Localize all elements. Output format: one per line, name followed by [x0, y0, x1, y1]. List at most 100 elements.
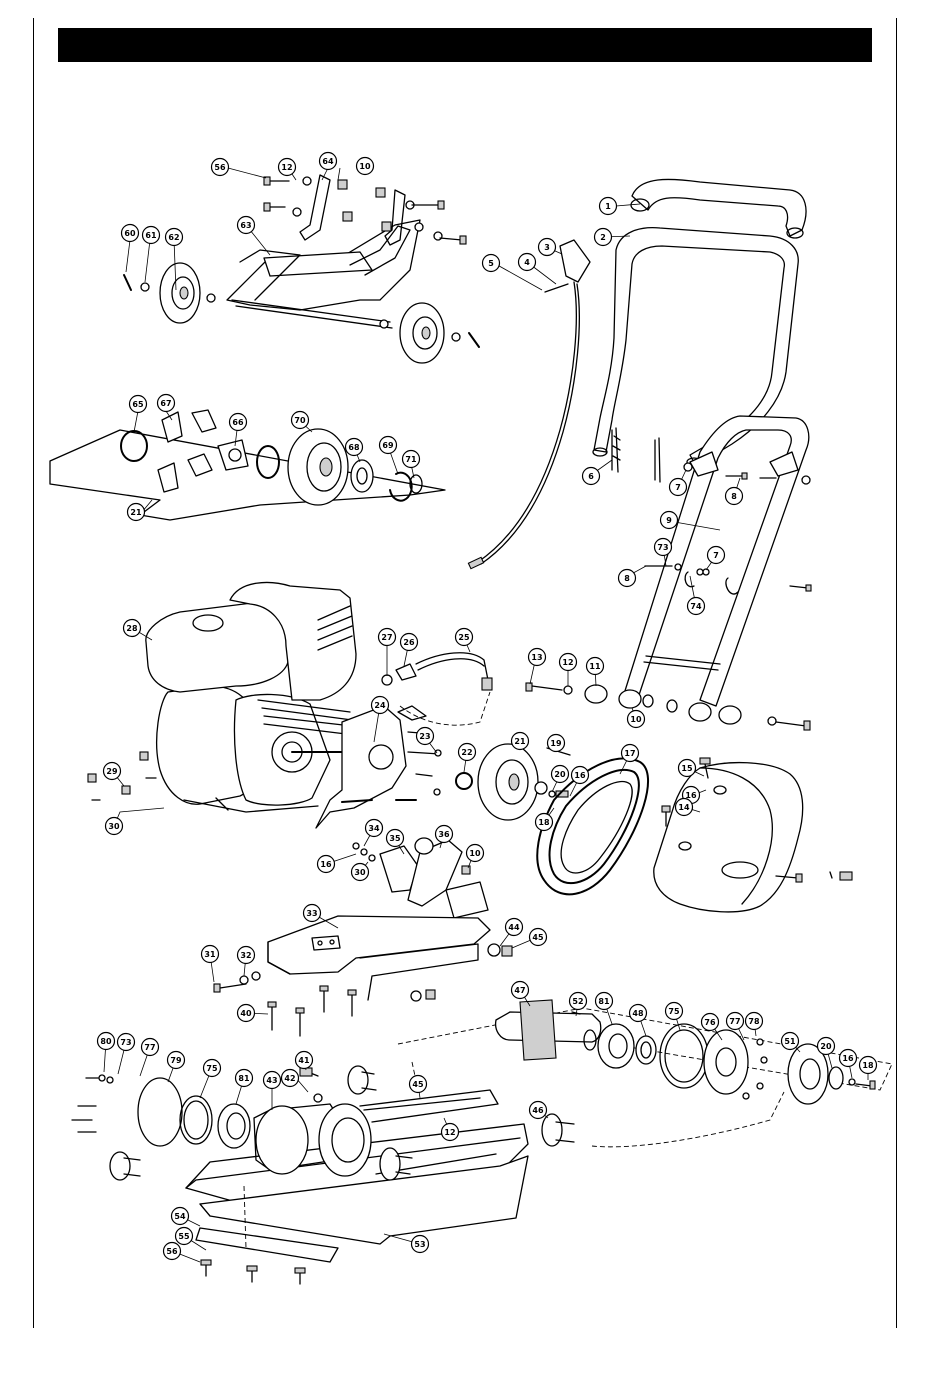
part-callout: 63 [238, 217, 255, 234]
part-callout: 40 [238, 1005, 255, 1022]
callout-label: 21 [514, 737, 526, 746]
callout-label: 47 [514, 986, 525, 995]
part-callout: 73 [655, 539, 672, 556]
part-callout: 12 [560, 654, 577, 671]
part-callout: 81 [596, 993, 613, 1010]
part-callout: 66 [230, 414, 247, 431]
part-callout: 51 [782, 1033, 799, 1050]
part-callout: 67 [158, 395, 175, 412]
callout-label: 55 [178, 1232, 190, 1241]
part-callout: 15 [679, 760, 696, 777]
part-callout: 52 [570, 993, 587, 1010]
part-callout: 8 [619, 570, 636, 587]
part-callout: 3 [539, 239, 556, 256]
part-callout: 32 [238, 947, 255, 964]
callout-label: 14 [678, 803, 690, 812]
callout-label: 62 [168, 233, 179, 242]
callout-label: 20 [820, 1042, 832, 1051]
callout-label: 41 [298, 1056, 310, 1065]
callout-label: 4 [524, 258, 530, 267]
callout-label: 8 [624, 574, 630, 583]
callout-label: 46 [532, 1106, 544, 1115]
part-callout: 81 [236, 1070, 253, 1087]
callout-label: 60 [124, 229, 136, 238]
callout-label: 7 [675, 483, 681, 492]
callout-label: 67 [160, 399, 171, 408]
part-callout: 77 [142, 1039, 159, 1056]
callout-label: 45 [532, 933, 544, 942]
part-callout: 55 [176, 1228, 193, 1245]
part-callout: 75 [204, 1060, 221, 1077]
callout-label: 36 [438, 830, 450, 839]
callout-label: 77 [729, 1017, 740, 1026]
callout-label: 24 [374, 701, 386, 710]
part-callout: 62 [166, 229, 183, 246]
part-callout: 25 [456, 629, 473, 646]
part-callout: 6 [583, 468, 600, 485]
callout-label: 28 [126, 624, 138, 633]
callout-label: 10 [469, 849, 481, 858]
part-callout: 16 [572, 767, 589, 784]
part-callout: 16 [318, 856, 335, 873]
part-callout: 5 [483, 255, 500, 272]
callout-label: 18 [538, 818, 550, 827]
part-callout: 69 [380, 437, 397, 454]
callout-label: 81 [238, 1074, 250, 1083]
part-callout: 26 [401, 634, 418, 651]
part-callout: 45 [530, 929, 547, 946]
part-callout: 21 [512, 733, 529, 750]
engine [88, 583, 356, 812]
belt-guard [654, 758, 852, 912]
callout-label: 18 [862, 1061, 874, 1070]
part-callout: 27 [379, 629, 396, 646]
callout-label: 54 [174, 1212, 186, 1221]
part-callout: 47 [512, 982, 529, 999]
callout-label: 51 [784, 1037, 796, 1046]
callout-label: 20 [554, 770, 566, 779]
part-callout: 28 [124, 620, 141, 637]
callout-label: 81 [598, 997, 610, 1006]
callout-label: 78 [748, 1017, 760, 1026]
part-callout: 46 [530, 1102, 547, 1119]
callout-label: 16 [842, 1054, 854, 1063]
part-callout: 30 [352, 864, 369, 881]
part-callout: 43 [264, 1072, 281, 1089]
part-callout: 9 [661, 512, 678, 529]
callout-label: 79 [170, 1056, 182, 1065]
callout-label: 31 [204, 950, 216, 959]
callout-label: 63 [240, 221, 251, 230]
callout-label: 17 [624, 749, 635, 758]
part-callout: 75 [666, 1003, 683, 1020]
part-callout: 42 [282, 1070, 299, 1087]
part-callout: 68 [346, 439, 363, 456]
callout-label: 12 [562, 658, 573, 667]
callout-label: 12 [444, 1128, 455, 1137]
callout-label: 35 [389, 834, 401, 843]
callout-label: 22 [461, 748, 472, 757]
part-callout: 11 [587, 658, 604, 675]
part-callout: 48 [630, 1005, 647, 1022]
part-callout: 78 [746, 1013, 763, 1030]
callout-label: 56 [166, 1247, 178, 1256]
callout-label: 5 [488, 259, 494, 268]
part-callout: 18 [536, 814, 553, 831]
part-callout: 29 [104, 763, 121, 780]
part-callout: 80 [98, 1033, 115, 1050]
callout-label: 11 [589, 662, 601, 671]
callout-label: 80 [100, 1037, 112, 1046]
part-callout: 71 [403, 451, 420, 468]
part-callout: 7 [670, 479, 687, 496]
part-callout: 79 [168, 1052, 185, 1069]
part-callout: 41 [296, 1052, 313, 1069]
part-callout: 20 [818, 1038, 835, 1055]
part-callout: 19 [548, 735, 565, 752]
callout-label: 69 [382, 441, 394, 450]
callout-label: 9 [666, 516, 672, 525]
callout-label: 48 [632, 1009, 644, 1018]
part-callout: 73 [118, 1034, 135, 1051]
part-callout: 7 [708, 547, 725, 564]
part-callout: 23 [417, 728, 434, 745]
part-callout: 31 [202, 946, 219, 963]
part-callout: 20 [552, 766, 569, 783]
